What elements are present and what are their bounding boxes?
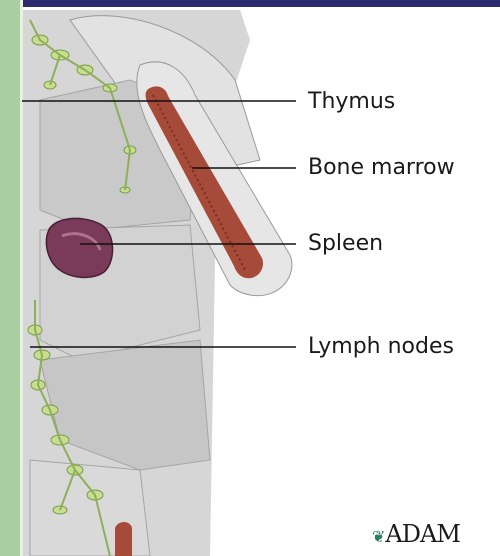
label-thymus: Thymus: [308, 91, 395, 113]
left-border: [0, 0, 20, 556]
label-bone-marrow: Bone marrow: [308, 157, 455, 179]
label-spleen: Spleen: [308, 233, 383, 255]
adam-logo: ❦ADAM: [372, 520, 460, 548]
label-lymph-nodes: Lymph nodes: [308, 336, 454, 358]
left-border-edge: [20, 0, 23, 556]
leaf-icon: ❦: [372, 527, 384, 546]
top-bar: [0, 0, 500, 7]
logo-text: ADAM: [385, 520, 459, 548]
lower-bone-marrow-shape: [115, 522, 132, 556]
